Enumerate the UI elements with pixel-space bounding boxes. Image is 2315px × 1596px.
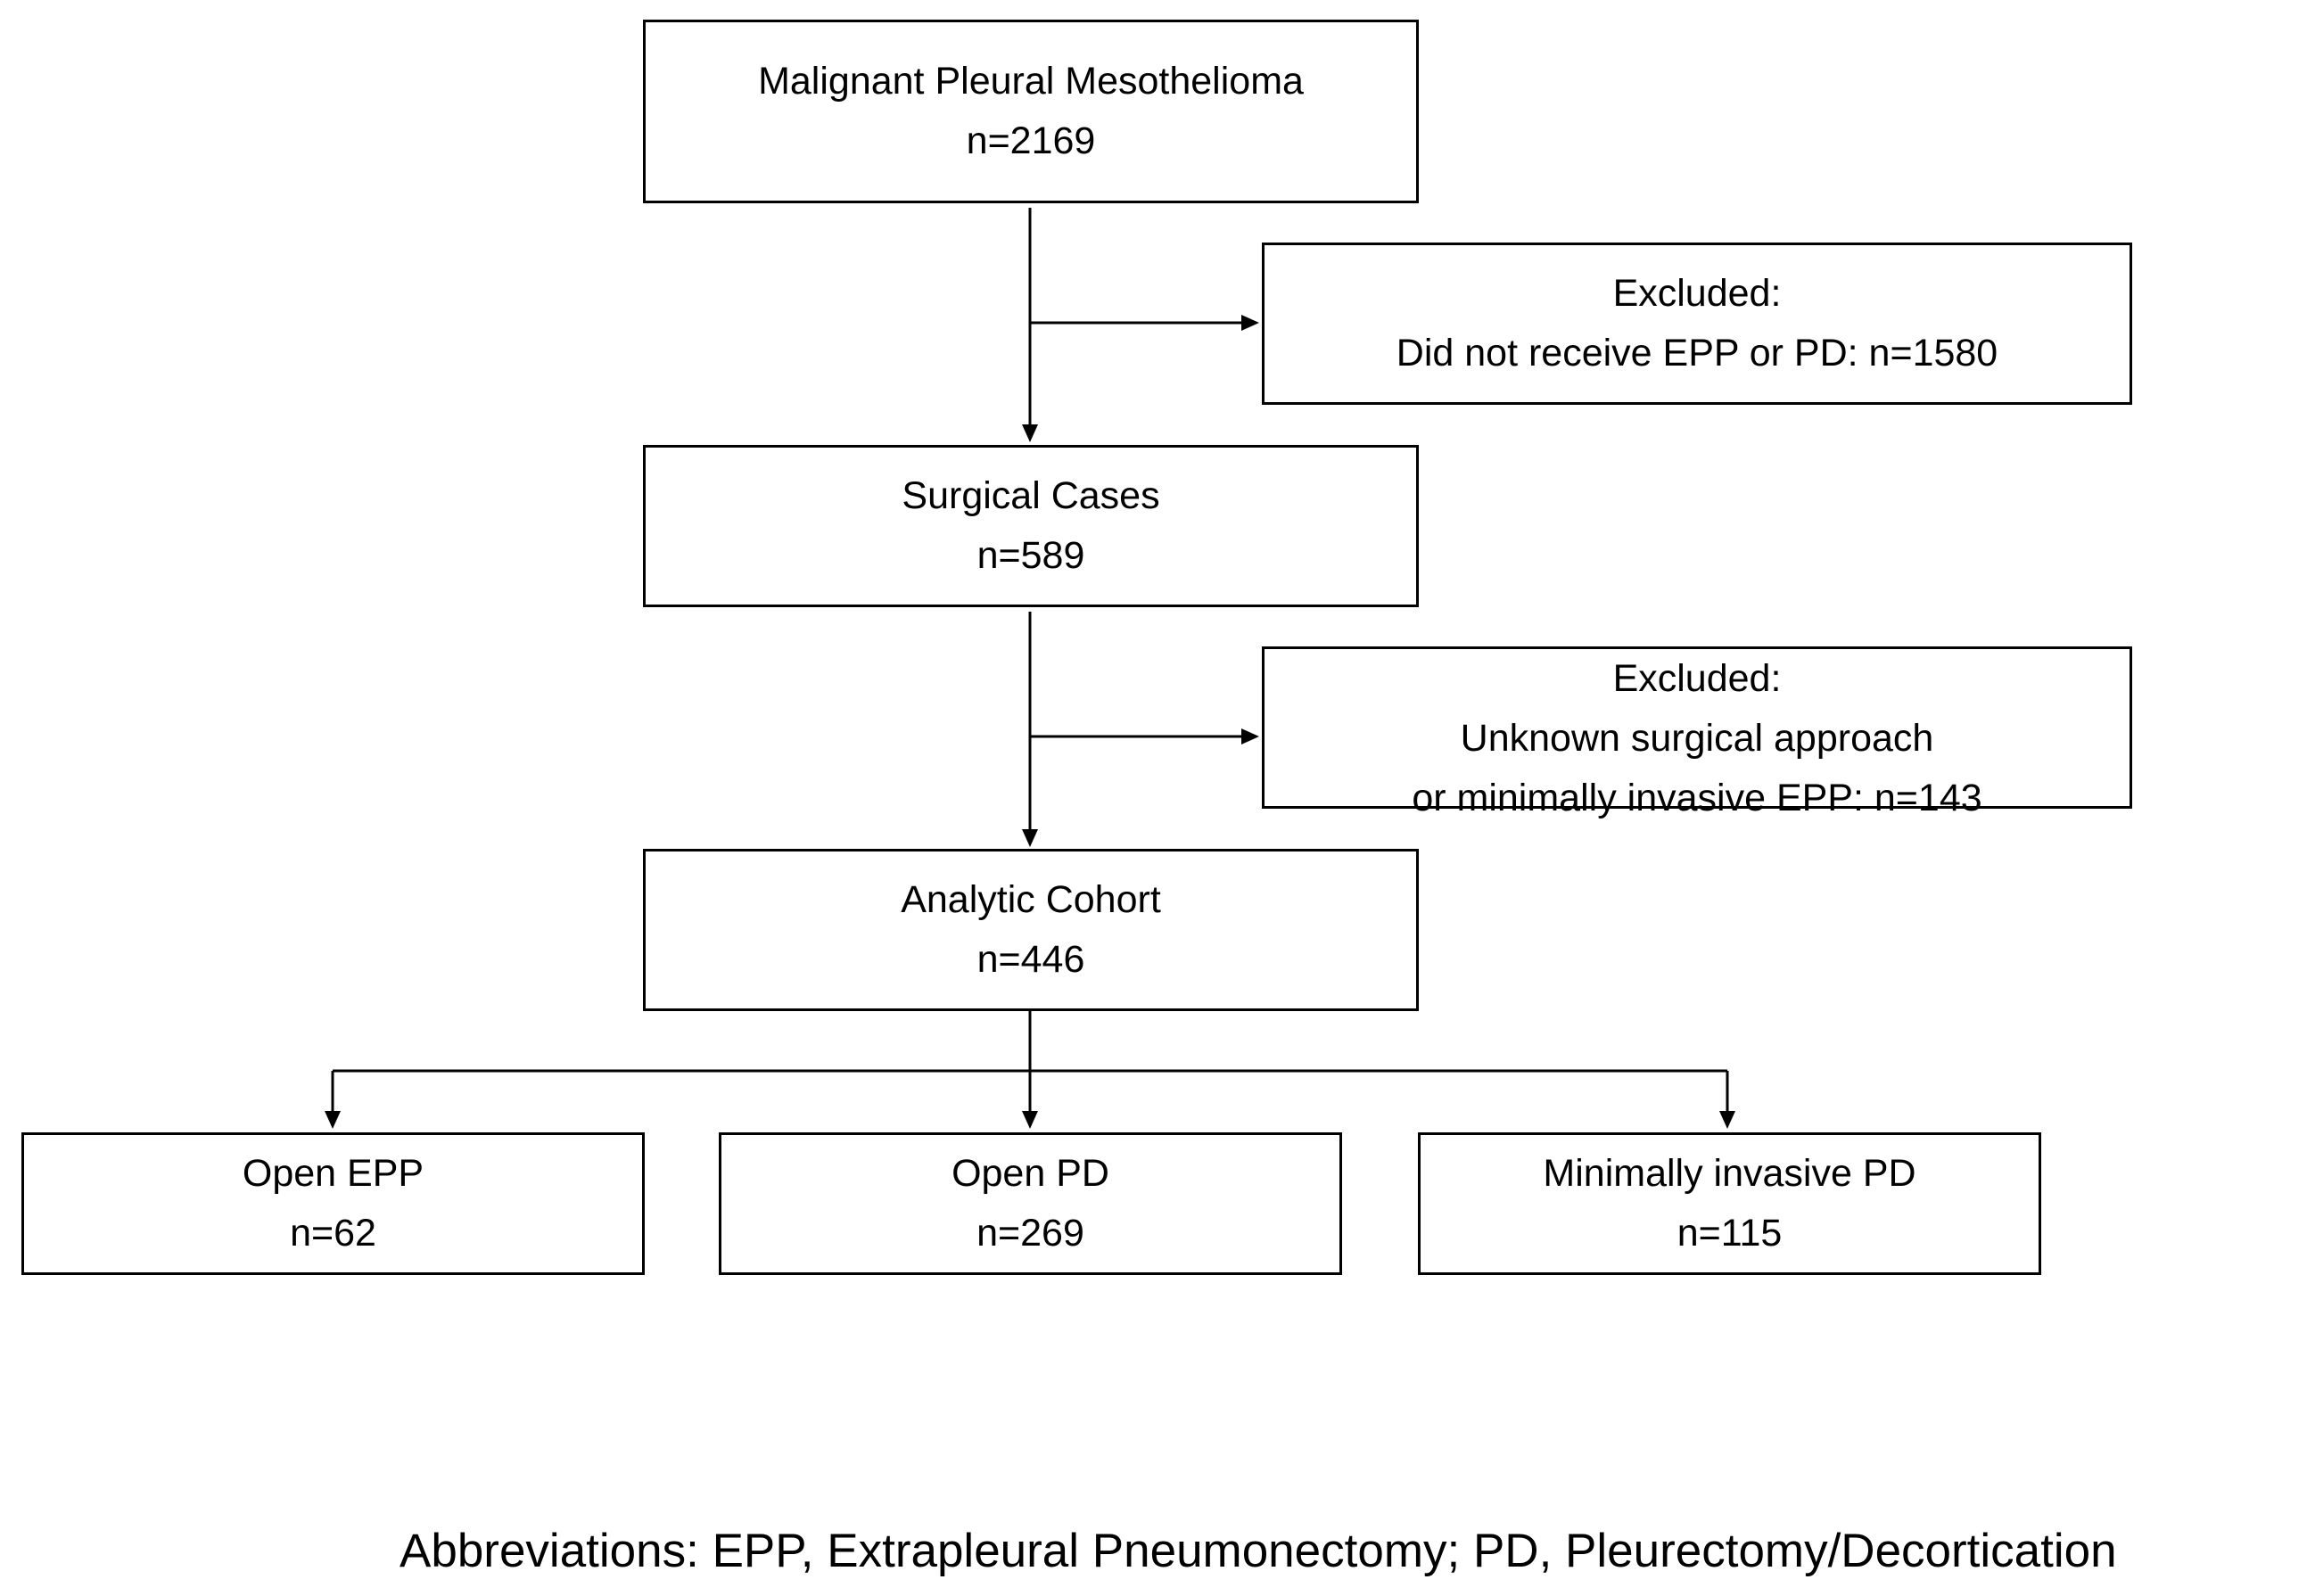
box-excluded-unknown-approach: Excluded: Unknown surgical approach or m… [1262, 646, 2132, 819]
box-surgical-count: n=589 [976, 534, 1085, 577]
arrowhead-surgical-to-excluded2 [1241, 728, 1259, 745]
box-analytic-cohort: Analytic Cohort n=446 [643, 849, 1419, 1011]
box-malignant-pleural-mesothelioma: Malignant Pleural Mesothelioma n=2169 [643, 20, 1419, 203]
box-open-epp-count: n=62 [290, 1212, 376, 1255]
arrowhead-mpm-to-surgical [1022, 424, 1038, 442]
box-mpm-title: Malignant Pleural Mesothelioma [758, 60, 1304, 103]
box-excluded2-detail-2: or minimally invasive EPP: n=143 [1412, 777, 1982, 819]
box-surgical-cases: Surgical Cases n=589 [643, 445, 1419, 607]
arrowhead-analytic-to-mi-pd [1719, 1111, 1735, 1129]
box-excluded1-title: Excluded: [1612, 272, 1782, 315]
box-mpm-count: n=2169 [966, 119, 1096, 162]
box-surgical-title: Surgical Cases [902, 474, 1160, 517]
arrowhead-analytic-to-open-epp [325, 1111, 341, 1129]
arrowhead-mpm-to-excluded1 [1241, 315, 1259, 331]
arrowhead-surgical-to-analytic [1022, 829, 1038, 847]
box-excluded1-detail: Did not receive EPP or PD: n=1580 [1396, 332, 1998, 374]
box-mi-pd-count: n=115 [1677, 1212, 1783, 1255]
box-minimally-invasive-pd: Minimally invasive PD n=115 [1418, 1132, 2041, 1275]
box-excluded-no-epp-pd: Excluded: Did not receive EPP or PD: n=1… [1262, 243, 2132, 405]
box-mi-pd-title: Minimally invasive PD [1543, 1152, 1916, 1195]
box-open-epp-title: Open EPP [242, 1152, 424, 1195]
box-excluded2-title: Excluded: [1612, 657, 1782, 700]
box-analytic-count: n=446 [976, 938, 1085, 981]
box-open-pd-count: n=269 [976, 1212, 1084, 1255]
arrowhead-analytic-to-open-pd [1022, 1111, 1038, 1129]
box-open-epp: Open EPP n=62 [21, 1132, 645, 1275]
box-open-pd: Open PD n=269 [719, 1132, 1342, 1275]
box-analytic-title: Analytic Cohort [901, 878, 1161, 921]
box-open-pd-title: Open PD [952, 1152, 1109, 1195]
abbreviations-footnote: Abbreviations: EPP, Extrapleural Pneumon… [400, 1525, 2117, 1577]
box-excluded2-detail-1: Unknown surgical approach [1460, 717, 1934, 760]
